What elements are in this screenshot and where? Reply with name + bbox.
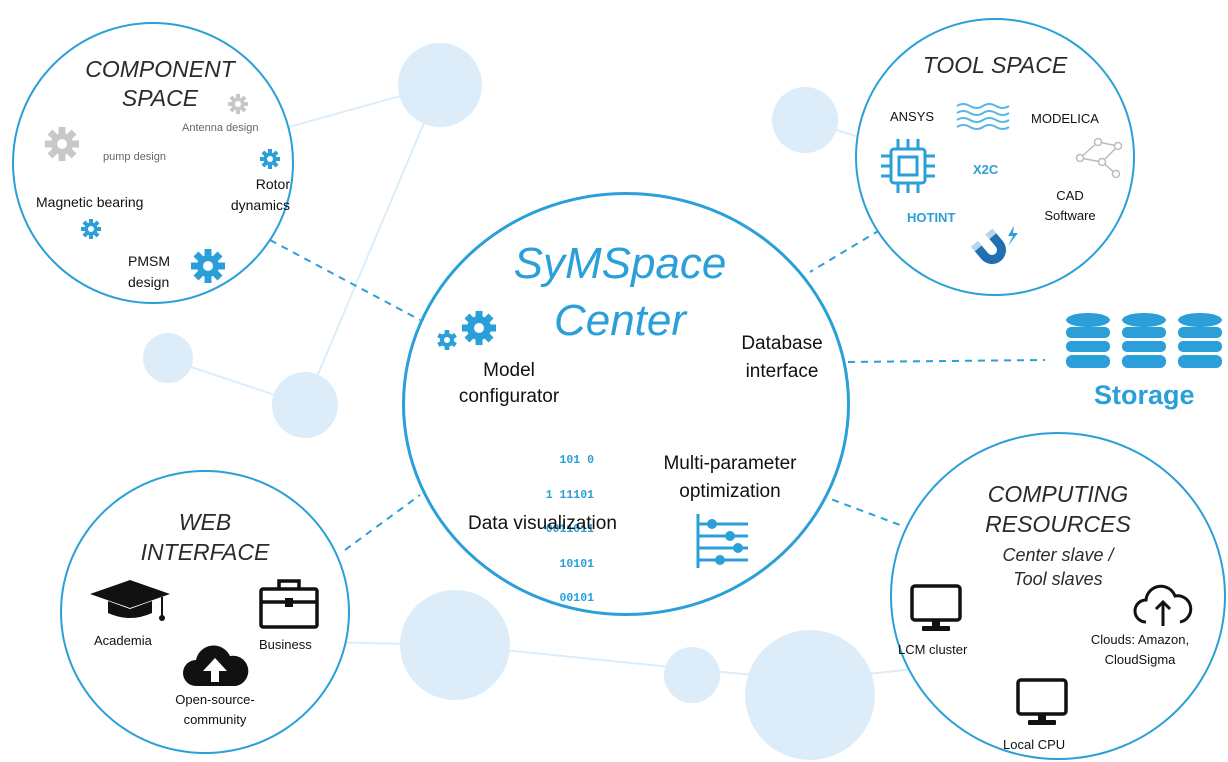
computing-subtitle-line2: Tool slaves: [1013, 569, 1103, 589]
binary-row: 10101: [559, 557, 594, 571]
pmsm-design-line2: design: [128, 274, 170, 290]
bubble: [272, 372, 338, 438]
model-configurator-line1: Model: [483, 360, 535, 381]
bubble: [398, 43, 482, 127]
data-visualization-label: Data visualization: [468, 513, 617, 534]
storage-label: Storage: [1094, 380, 1195, 410]
magnetic-bearing-label: Magnetic bearing: [36, 194, 144, 210]
connector-computing: [819, 494, 901, 526]
gear-icon: [45, 127, 79, 161]
lcm-cluster-label: LCM cluster: [898, 642, 968, 657]
cad-software-line2: Software: [1044, 208, 1096, 223]
web-interface-title-line1: WEB: [178, 509, 232, 535]
clouds-line2: CloudSigma: [1104, 652, 1176, 667]
gear-icon: [81, 219, 101, 239]
symspace-center-circle: [402, 192, 850, 616]
database-interface-line2: interface: [745, 361, 819, 382]
cad-software-line1: CAD: [1056, 188, 1084, 203]
open-source-line1: Open-source-: [175, 692, 255, 707]
bubble: [400, 590, 510, 700]
connector-tool: [809, 229, 881, 273]
center-title-line1: SyMSpace: [513, 239, 727, 288]
gears-icon: [437, 311, 496, 350]
binary-data-icon: 101 0 1 11101 0011011 10101 00101: [522, 432, 594, 616]
bubble: [664, 647, 720, 703]
modelica-label: MODELICA: [1031, 111, 1099, 126]
x2c-label: X2C: [973, 162, 999, 177]
cloud-upload-icon: [1133, 584, 1193, 626]
ansys-label: ANSYS: [890, 109, 935, 124]
multi-parameter-line2: optimization: [679, 481, 781, 502]
connector-component: [269, 239, 421, 321]
antenna-design-label: Antenna design: [182, 122, 259, 134]
gear-icon: [191, 249, 225, 283]
model-configurator-line2: configurator: [458, 386, 560, 407]
bubble: [745, 630, 875, 760]
chip-icon: [881, 139, 935, 193]
connector-storage: [847, 359, 1046, 363]
gear-icon: [260, 149, 280, 169]
sliders-icon: [696, 514, 748, 568]
tool-space-title: TOOL SPACE: [922, 52, 1068, 78]
pump-design-label: pump design: [103, 151, 166, 163]
database-icon: [1066, 313, 1222, 368]
open-source-line2: community: [183, 712, 247, 727]
computing-title-line1: COMPUTING: [987, 481, 1129, 507]
academia-label: Academia: [94, 633, 152, 648]
monitor-icon: [910, 584, 962, 631]
pmsm-design-line1: PMSM: [128, 253, 170, 269]
clouds-line1: Clouds: Amazon,: [1090, 632, 1190, 647]
computing-resources-circle: [890, 432, 1226, 760]
computing-title-line2: RESOURCES: [985, 511, 1131, 537]
binary-row: 101 0: [559, 454, 594, 467]
network-nodes-icon: [1075, 137, 1123, 179]
rotor-dynamics-line1: Rotor: [255, 176, 290, 192]
bubble: [772, 87, 838, 153]
database-interface-line1: Database: [741, 333, 823, 354]
component-space-circle: [12, 22, 294, 304]
web-interface-title-line2: INTERFACE: [140, 539, 270, 565]
component-space-title-line2: SPACE: [121, 85, 199, 111]
bubble: [143, 333, 193, 383]
gear-icon: [228, 94, 248, 114]
computing-subtitle-line1: Center slave /: [1002, 545, 1114, 565]
component-space-title-line1: COMPONENT: [85, 56, 235, 82]
center-title-line2: Center: [553, 296, 687, 345]
binary-row: 0011011: [545, 523, 594, 536]
graduation-cap-icon: [90, 580, 170, 621]
monitor-icon: [1016, 678, 1068, 725]
magnet-icon: [970, 226, 1018, 264]
binary-row: 00101: [559, 592, 594, 605]
briefcase-icon: [259, 579, 319, 629]
connector-web: [344, 494, 421, 551]
waves-icon: [956, 103, 1010, 130]
cloud-upload-icon: [183, 645, 249, 686]
local-cpu-label: Local CPU: [1003, 737, 1066, 752]
multi-parameter-line1: Multi-parameter: [663, 453, 797, 474]
business-label: Business: [259, 637, 312, 652]
hotint-label: HOTINT: [907, 210, 956, 225]
rotor-dynamics-line2: dynamics: [230, 197, 290, 213]
binary-row: 1 11101: [545, 488, 594, 502]
